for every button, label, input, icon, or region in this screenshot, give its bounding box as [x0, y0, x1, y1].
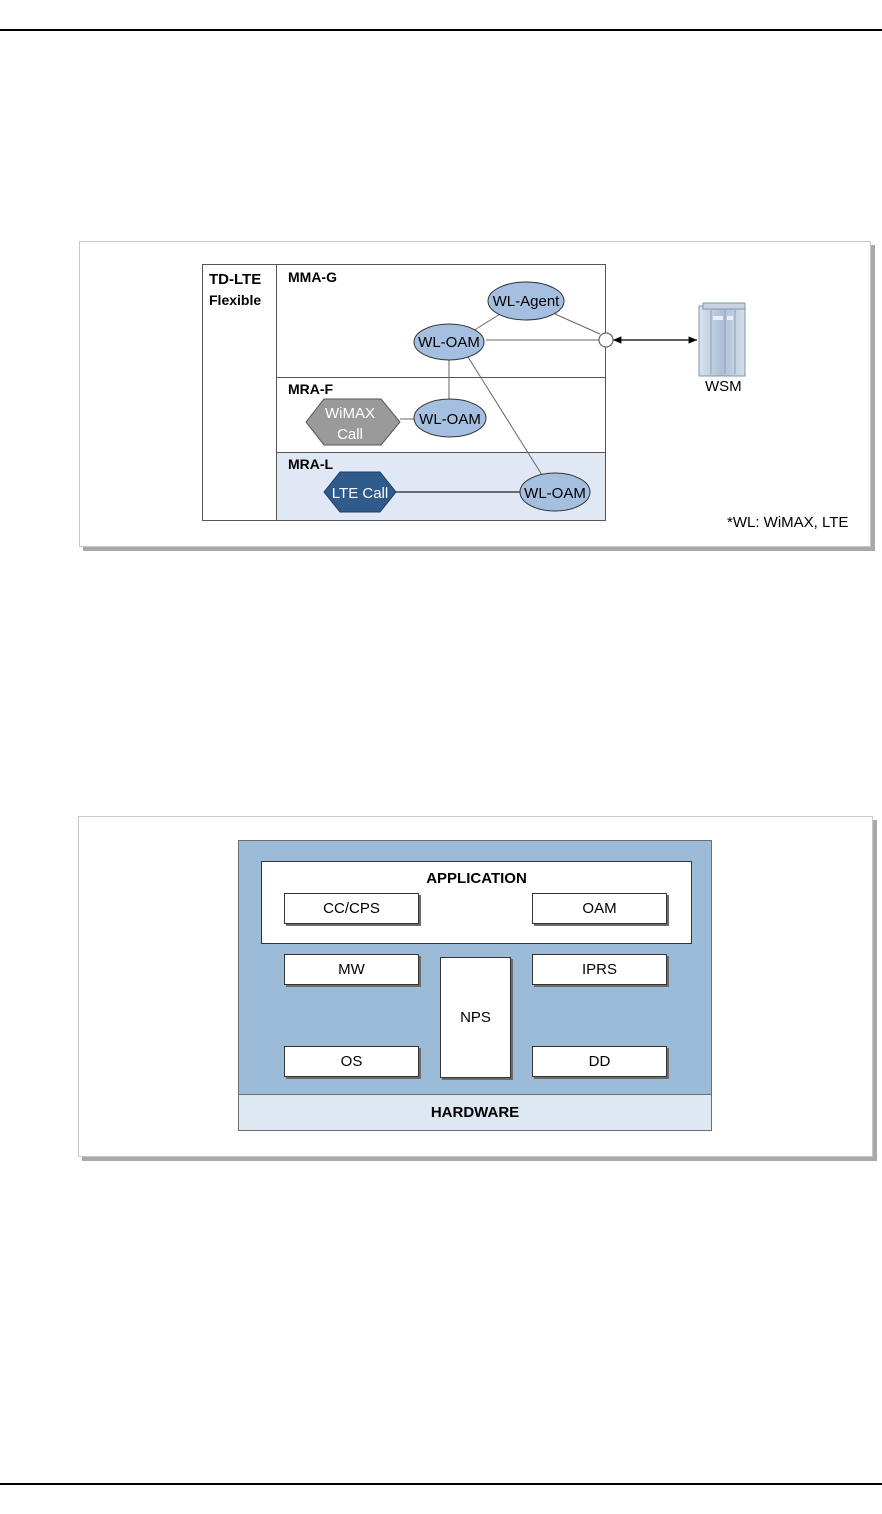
- nps-box: NPS: [440, 957, 511, 1078]
- hub-connector: [599, 333, 613, 347]
- cc-cps-box: CC/CPS: [284, 893, 419, 924]
- os-label: OS: [341, 1053, 363, 1070]
- iprs-box: IPRS: [532, 954, 667, 985]
- wimax-call-text-1: WiMAX: [325, 405, 375, 422]
- dd-box: DD: [532, 1046, 667, 1077]
- wl-oam-l-text: WL-OAM: [524, 485, 586, 502]
- application-title: APPLICATION: [261, 870, 692, 887]
- os-box: OS: [284, 1046, 419, 1077]
- link-agent-hub: [555, 314, 600, 334]
- wimax-call-text-2: Call: [337, 426, 363, 443]
- diagram-1-panel: TD-LTE Flexible MMA-G MRA-F MRA-L: [79, 241, 871, 547]
- iprs-label: IPRS: [582, 961, 617, 978]
- lte-call-text: LTE Call: [332, 485, 388, 502]
- oam-box: OAM: [532, 893, 667, 924]
- wl-oam-g-text: WL-OAM: [418, 334, 480, 351]
- wl-agent-text: WL-Agent: [493, 293, 561, 310]
- oam-label: OAM: [582, 900, 616, 917]
- dd-label: DD: [589, 1053, 611, 1070]
- wl-oam-f-text: WL-OAM: [419, 411, 481, 428]
- mw-box: MW: [284, 954, 419, 985]
- diagram-1-graph: WL-Agent WL-OAM WL-OAM WL-OAM WiMAX Call…: [80, 242, 870, 546]
- footer-rule: [0, 1483, 882, 1485]
- diagram-2-panel: HARDWARE APPLICATION CC/CPS OAM MW IPRS …: [78, 816, 873, 1157]
- header-rule: [0, 29, 882, 31]
- wsm-label: WSM: [705, 378, 742, 395]
- mw-label: MW: [338, 961, 365, 978]
- wsm-server-icon: [699, 303, 745, 376]
- hardware-layer: HARDWARE: [238, 1094, 712, 1131]
- nps-label: NPS: [460, 1009, 491, 1026]
- wl-footnote: *WL: WiMAX, LTE: [727, 514, 848, 531]
- cc-cps-label: CC/CPS: [323, 900, 380, 917]
- hardware-label: HARDWARE: [431, 1104, 519, 1121]
